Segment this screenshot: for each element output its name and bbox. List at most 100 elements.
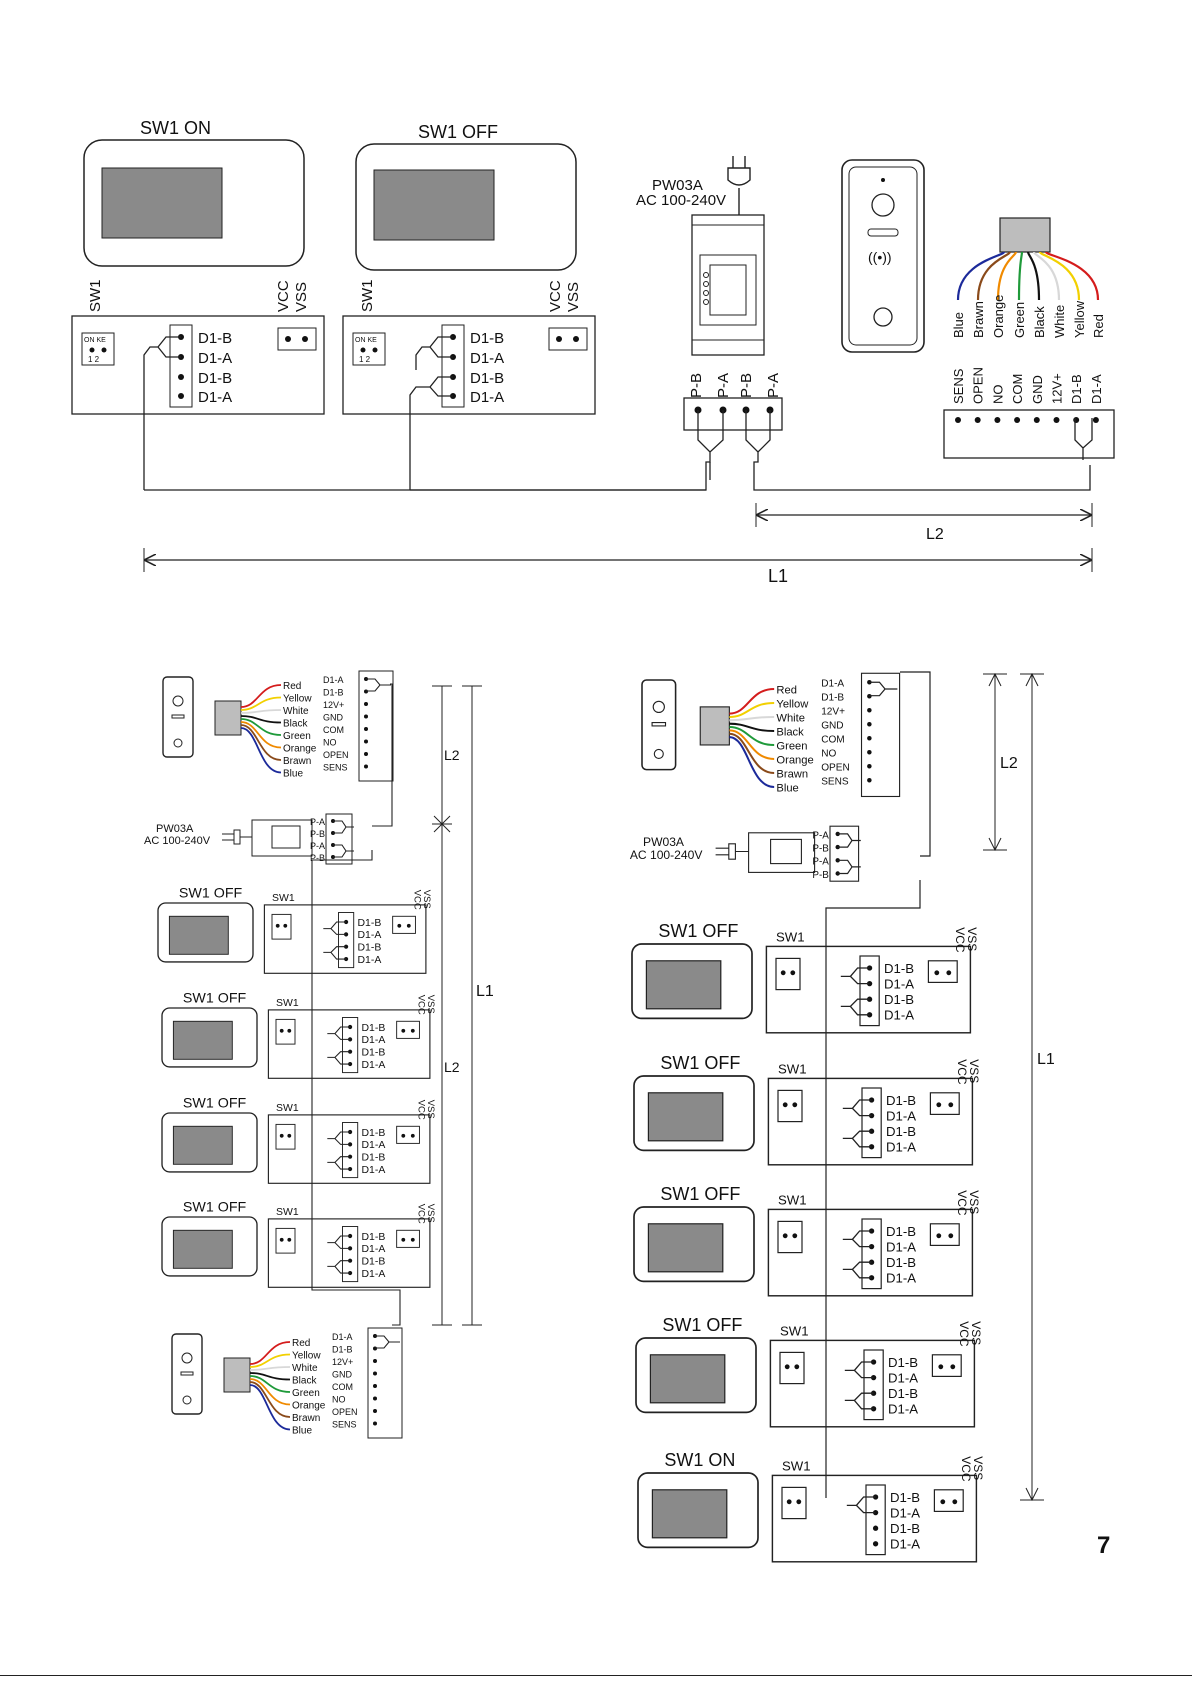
outdoor-station-body	[171, 1333, 203, 1415]
term-d1b: D1-B	[362, 1153, 386, 1164]
harness-connector	[699, 706, 730, 746]
term-d1a: D1-A	[886, 1108, 916, 1123]
monitor-screen	[651, 1489, 728, 1539]
footer-rule	[0, 1675, 1192, 1676]
terminal-label: OPEN	[323, 750, 349, 760]
monitor-screen	[647, 1092, 724, 1142]
wire-label: Blue	[776, 782, 798, 794]
psu-bus-terminal	[683, 397, 783, 431]
wire-label: Yellow	[776, 698, 809, 710]
monitor-title: SW1 OFF	[660, 1184, 740, 1204]
plug-icon	[715, 843, 749, 860]
bus-connector	[863, 1349, 884, 1421]
term-d1a: D1-A	[362, 1269, 386, 1280]
psu-input-label: AC 100-240V	[144, 835, 211, 847]
bottom-right-diagram: BlueBrawnOrangeGreenBlackWhiteYellowRedD…	[630, 671, 1055, 1563]
harness-connector	[999, 217, 1051, 253]
monitor-screen	[172, 1020, 233, 1060]
sw1-label: SW1	[276, 998, 299, 1009]
terminal-label: GND	[821, 721, 843, 732]
term-d1a: D1-A	[886, 1239, 916, 1254]
monitor-2: SW1 OFF SW1 VCC VSS ON KE 1 2 D1-B D1-A …	[342, 122, 596, 490]
terminal-label: NO	[990, 385, 1005, 405]
l2-label: L2	[926, 526, 944, 543]
terminal-label: SENS	[332, 1420, 357, 1430]
terminal-label: COM	[1010, 374, 1025, 404]
monitor-title: SW1 OFF	[183, 1199, 247, 1215]
wire-label: Red	[283, 681, 301, 692]
monitor-screen	[168, 915, 229, 955]
wire-label: Yellow	[1072, 300, 1087, 338]
term-d1a: D1-A	[362, 1035, 386, 1046]
psu-bus-terminal	[829, 825, 860, 882]
wire-green	[1017, 251, 1024, 301]
sw1-label: SW1	[776, 930, 805, 945]
monitor-screen	[647, 1223, 724, 1273]
psu-pa-label: P-A	[812, 857, 829, 868]
wire-label: Blue	[292, 1426, 312, 1437]
harness-connector	[214, 700, 242, 736]
monitor-title: SW1 OFF	[183, 1095, 247, 1111]
call-button	[173, 738, 183, 748]
monitor-screen	[645, 960, 722, 1010]
terminal-label: GND	[1030, 375, 1045, 404]
vss-label: VSS	[425, 995, 436, 1014]
sw1-label: SW1	[276, 1103, 299, 1114]
term-d1a: D1-A	[470, 350, 504, 367]
psu-pb-label: P-B	[812, 844, 829, 855]
outdoor-station: ((•))	[841, 159, 925, 353]
wire-label: Yellow	[283, 694, 312, 705]
terminal-label: OPEN	[332, 1407, 358, 1417]
psu-pb-label: P-B	[738, 373, 755, 398]
dip-num-label: 1 2	[88, 355, 100, 364]
terminal-label: COM	[323, 725, 344, 735]
sw1-label: SW1	[272, 893, 295, 904]
bus-connector	[861, 1218, 882, 1290]
outdoor-station-body	[162, 676, 194, 758]
terminal-label: SENS	[951, 368, 966, 404]
outdoor-terminal-strip	[860, 672, 901, 798]
psu-pa-label: P-A	[715, 373, 732, 398]
psu-pb-label: P-B	[310, 829, 325, 839]
vcc-vss-jumper	[927, 960, 958, 984]
wire-label: Red	[1091, 314, 1106, 338]
terminal-label: GND	[332, 1370, 353, 1380]
camera-icon	[172, 695, 184, 707]
psu-pa-label: P-A	[310, 817, 325, 827]
vss-label: VSS	[971, 1456, 985, 1480]
outdoor-unit: BlueBrawnOrangeGreenBlackWhiteYellowRedD…	[171, 1327, 403, 1439]
sw1-label: SW1	[276, 1207, 299, 1218]
outdoor-unit: BlueBrawnOrangeGreenBlackWhiteYellowRedD…	[641, 672, 901, 798]
monitor-title: SW1 OFF	[660, 1053, 740, 1073]
outdoor-terminal-strip	[358, 670, 394, 782]
monitor-screen	[649, 1354, 726, 1404]
vss-label: VSS	[425, 1204, 436, 1223]
term-d1b: D1-B	[362, 1048, 386, 1059]
term-d1a: D1-A	[886, 1140, 916, 1155]
wire-label: Black	[283, 719, 308, 730]
vcc-label: VCC	[955, 1059, 969, 1085]
term-d1b: D1-B	[886, 1224, 916, 1239]
wire-label: Black	[292, 1376, 317, 1387]
dip-switch	[779, 1351, 805, 1385]
term-d1a: D1-A	[198, 350, 232, 367]
monitor-2-vss-label: VSS	[565, 282, 582, 312]
term-d1b: D1-B	[470, 370, 504, 387]
monitor-2-vcc-vss-jumper	[548, 327, 588, 351]
outdoor-terminal-strip	[943, 409, 1115, 459]
wire-label: Brawn	[283, 756, 311, 767]
wire-label: White	[1052, 305, 1067, 338]
terminal-label: 12V+	[323, 700, 344, 710]
terminal-label: D1-A	[323, 675, 344, 685]
psu-body	[251, 819, 313, 857]
terminal-label: SENS	[821, 777, 849, 788]
wire-label: Orange	[283, 744, 317, 755]
vcc-label: VCC	[955, 1190, 969, 1216]
call-button	[653, 748, 664, 759]
terminal-label: D1-B	[821, 693, 844, 704]
